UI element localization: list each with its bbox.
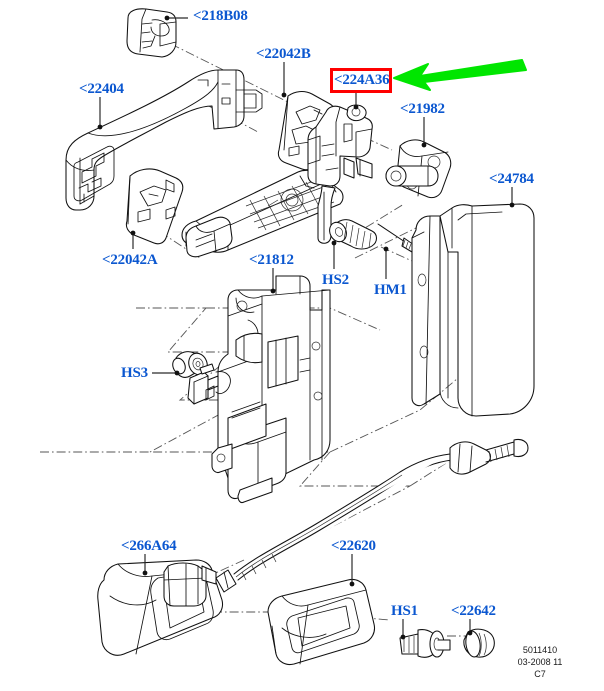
part-label-HS1: HS1 — [391, 603, 418, 619]
part-label-224A36-highlighted: <224A36 — [334, 72, 390, 88]
part-label-21982: <21982 — [400, 101, 445, 117]
part-218B08-handle-end-cap — [126, 8, 177, 58]
part-label-HS3: HS3 — [121, 365, 148, 381]
part-22642-blanking-plug-cap — [463, 628, 495, 658]
part-label-22042A: <22042A — [102, 252, 158, 268]
red-highlight-box — [330, 68, 392, 93]
part-label-266A64: <266A64 — [121, 538, 177, 554]
footer-drawing-number: 5011410 — [522, 645, 558, 655]
part-label-218B08: <218B08 — [193, 8, 248, 24]
part-24784-latch-shield-cover — [411, 203, 535, 417]
part-label-HM1: HM1 — [374, 282, 407, 298]
footer-date-code: 03-2008 11 — [517, 657, 563, 667]
part-22620-latch-release-cable — [215, 438, 529, 593]
part-22042B-handle-pad — [277, 91, 336, 171]
green-annotation-arrow — [393, 59, 527, 91]
part-label-HS2: HS2 — [322, 272, 349, 288]
part-label-22620: <22620 — [331, 538, 376, 554]
part-HS2-spring-bush — [329, 219, 378, 250]
part-label-21812: <21812 — [249, 252, 294, 268]
part-HS3-screw-grommet — [172, 351, 231, 405]
part-HS1-mounting-bolt — [399, 629, 451, 658]
part-21982-door-latch-striker — [385, 139, 452, 199]
part-label-22642: <22642 — [451, 603, 496, 619]
part-22620-handle-trim-bezel — [267, 579, 375, 665]
footer-sheet-code: C7 — [534, 669, 546, 679]
part-21812-handle-carrier-bracket — [181, 169, 344, 258]
part-22404-exterior-door-handle — [65, 69, 263, 211]
label-leader-lines — [97, 15, 515, 640]
part-label-22042B: <22042B — [256, 46, 311, 62]
part-label-24784: <24784 — [489, 171, 534, 187]
part-266A64-interior-handle-bezel — [97, 559, 223, 656]
part-21812-door-lock-latch-assembly — [211, 275, 331, 504]
part-label-22404: <22404 — [79, 81, 124, 97]
part-22042A-handle-pad — [125, 168, 184, 245]
